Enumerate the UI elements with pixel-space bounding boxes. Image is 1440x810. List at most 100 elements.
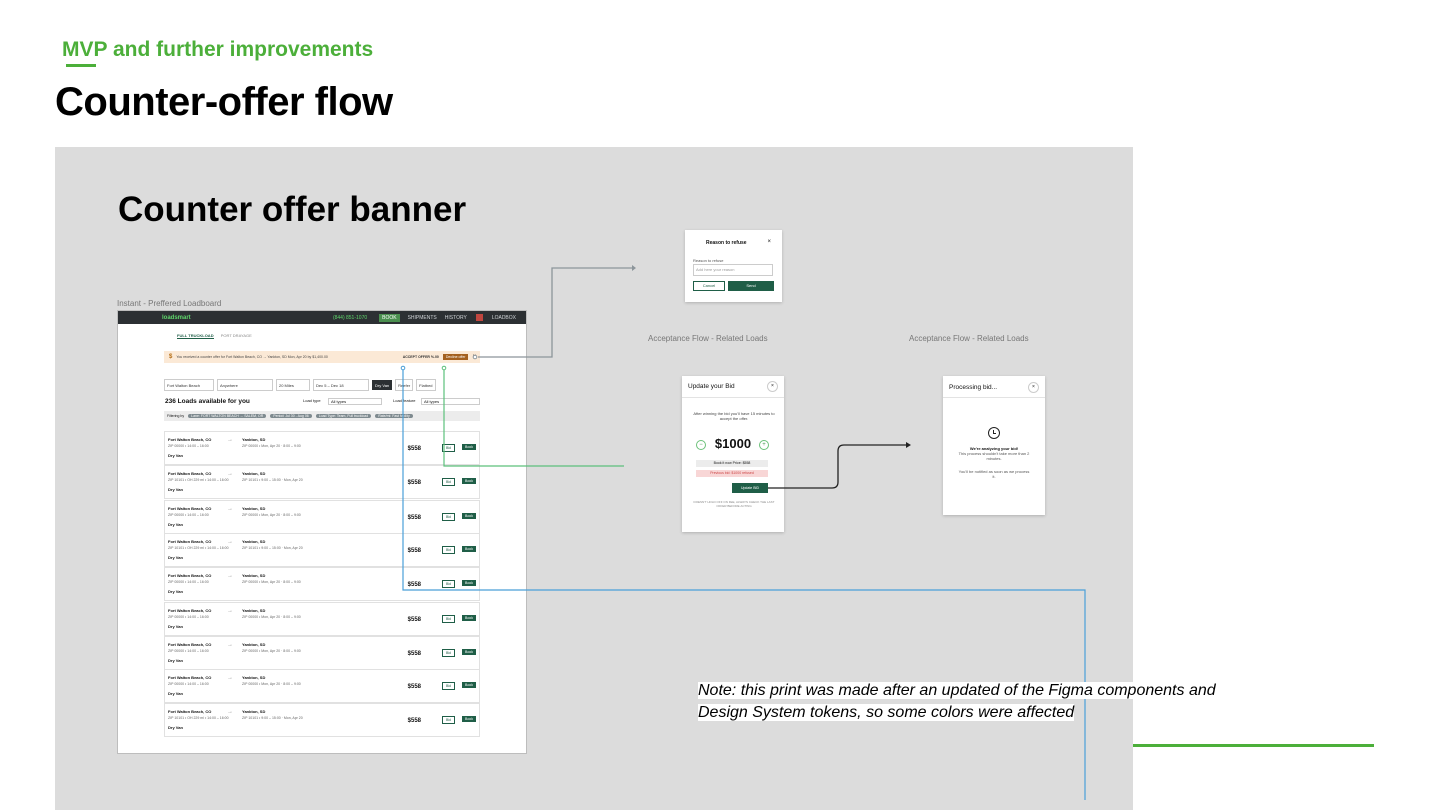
arrowhead [632, 265, 636, 271]
filtering-by-label: Filtering by [167, 414, 185, 418]
load-price: $558 [407, 548, 421, 554]
origin-city: Fort Walton Beach, CO [168, 642, 212, 647]
equipment-reefer-toggle[interactable]: Reefer [395, 379, 414, 391]
banner-message: You received a counter offer for Fort Wa… [176, 355, 328, 359]
nav-shipments[interactable]: SHIPMENTS [407, 314, 437, 321]
origin-details: ZIP 00000 • 14:00 – 16:00 [168, 444, 209, 448]
load-feature-select[interactable]: All types [421, 398, 480, 405]
bid-button[interactable]: Bid [441, 649, 455, 657]
arrow-right-icon: → [227, 471, 233, 477]
acceptance-caption-1: Acceptance Flow - Related Loads [648, 334, 768, 343]
load-type-label: Load type [303, 398, 321, 403]
destination-city: Yankton, SD [242, 642, 266, 647]
equipment-dry-van-toggle[interactable]: Dry Van [372, 380, 393, 390]
book-button[interactable]: Book [462, 478, 476, 484]
decline-offer-button[interactable]: Decline offer [442, 354, 469, 360]
origin-city: Fort Walton Beach, CO [168, 506, 212, 511]
bid-button[interactable]: Bid [441, 546, 455, 554]
destination-details: ZIP 10101 • 9:00 – 15:00 · Mon, Apr 20 [242, 716, 303, 720]
arrow-right-icon: → [227, 675, 233, 681]
search-bar: Fort Walton Beach Anywhere 20 Miles Dec … [164, 379, 480, 391]
accept-offer-button[interactable]: ACCEPT OFFER %.00 [402, 355, 439, 359]
bid-amount[interactable]: $1000 [714, 436, 752, 451]
increase-bid-icon[interactable]: + [759, 440, 769, 450]
book-button[interactable]: Book [462, 580, 476, 586]
book-button[interactable]: Book [462, 444, 476, 450]
book-button[interactable]: Book [462, 615, 476, 621]
load-feature-label: Load feature [393, 398, 416, 403]
reason-input[interactable]: Add here your reason [693, 264, 773, 276]
arrow-right-icon: → [227, 506, 233, 512]
book-button[interactable]: Book [462, 546, 476, 552]
bid-button[interactable]: Bid [441, 682, 455, 690]
load-type-select[interactable]: All types [328, 398, 382, 405]
origin-city: Fort Walton Beach, CO [168, 675, 212, 680]
bid-button[interactable]: Bid [441, 444, 455, 452]
loads-count: 236 Loads available for you [165, 398, 250, 405]
destination-city: Yankton, SD [242, 437, 266, 442]
account-menu[interactable]: LOADBOX [491, 314, 516, 321]
destination-details: ZIP 00000 • Mon, Apr 20 · 8:00 – 9:00 [242, 615, 301, 619]
reason-label: Reason to refuse [693, 258, 724, 263]
bid-button[interactable]: Bid [441, 580, 455, 588]
destination-city: Yankton, SD [242, 471, 266, 476]
destination-city: Yankton, SD [242, 709, 266, 714]
cancel-button[interactable]: Cancel [693, 281, 725, 291]
equipment-type: Dry Van [168, 725, 183, 730]
destination-city: Yankton, SD [242, 506, 266, 511]
notification-icon[interactable] [475, 314, 483, 321]
date-range-input[interactable]: Dec 5 – Dec 18 [313, 379, 369, 391]
origin-input[interactable]: Fort Walton Beach [164, 379, 214, 391]
book-button[interactable]: Book [462, 716, 476, 722]
tab-port-drayage[interactable]: PORT DRAYAGE [220, 333, 252, 338]
update-bid-button[interactable]: Update BID [732, 483, 768, 493]
divider [943, 397, 1045, 398]
arrow-right-icon: → [227, 539, 233, 545]
equipment-flatbed-toggle[interactable]: Flatbed [416, 379, 436, 391]
destination-city: Yankton, SD [242, 675, 266, 680]
equipment-type: Dry Van [168, 624, 183, 629]
load-price: $558 [407, 651, 421, 657]
accent-rule [1133, 744, 1374, 747]
phone-link[interactable]: (844) 851-1070 [332, 314, 368, 321]
send-button[interactable]: Send [728, 281, 774, 291]
arrow-right-icon: → [227, 437, 233, 443]
origin-details: ZIP 10101 • OH 229 mi • 14:00 – 16:00 [168, 478, 229, 482]
nav-history[interactable]: HISTORY [444, 314, 467, 321]
radius-select[interactable]: 20 Miles [276, 379, 310, 391]
book-button[interactable]: Book [462, 649, 476, 655]
decrease-bid-icon[interactable]: − [696, 440, 706, 450]
bid-button[interactable]: Bid [441, 716, 455, 724]
destination-input[interactable]: Anywhere [217, 379, 273, 391]
arrow-right-icon: → [227, 642, 233, 648]
book-button[interactable]: Book [462, 513, 476, 519]
load-price: $558 [407, 718, 421, 724]
processing-notify: You'll be notified as soon as we process… [958, 469, 1030, 479]
bid-button[interactable]: Bid [441, 615, 455, 623]
bid-button[interactable]: Bid [441, 513, 455, 521]
close-icon[interactable]: × [767, 239, 771, 245]
filter-chip[interactable]: Period: Jul 30 - Aug 06 [270, 414, 312, 418]
book-button[interactable]: Book [462, 682, 476, 688]
filter-chip[interactable]: Load Type: Team, Full truckload [315, 414, 372, 418]
bid-button[interactable]: Bid [441, 478, 455, 486]
filter-chip[interactable]: Lane: FORT WALTON BEACH → SALEM, OR [188, 414, 267, 418]
close-icon[interactable]: × [1028, 382, 1039, 393]
processing-description: This process shouldn't take more than 2 … [958, 451, 1030, 461]
origin-city: Fort Walton Beach, CO [168, 471, 212, 476]
nav-book[interactable]: BOOK [379, 313, 400, 322]
modal-title: Reason to refuse [706, 240, 747, 246]
filter-chip[interactable]: Rate/mi: Fast facility [375, 414, 413, 418]
tab-full-truckload[interactable]: FULL TRUCKLOAD [177, 333, 214, 339]
origin-details: ZIP 00000 • 14:00 – 16:00 [168, 580, 209, 584]
close-icon[interactable]: × [767, 381, 778, 392]
load-row[interactable]: → Fort Walton Beach, CO ZIP 10101 • OH 229… [164, 465, 480, 499]
